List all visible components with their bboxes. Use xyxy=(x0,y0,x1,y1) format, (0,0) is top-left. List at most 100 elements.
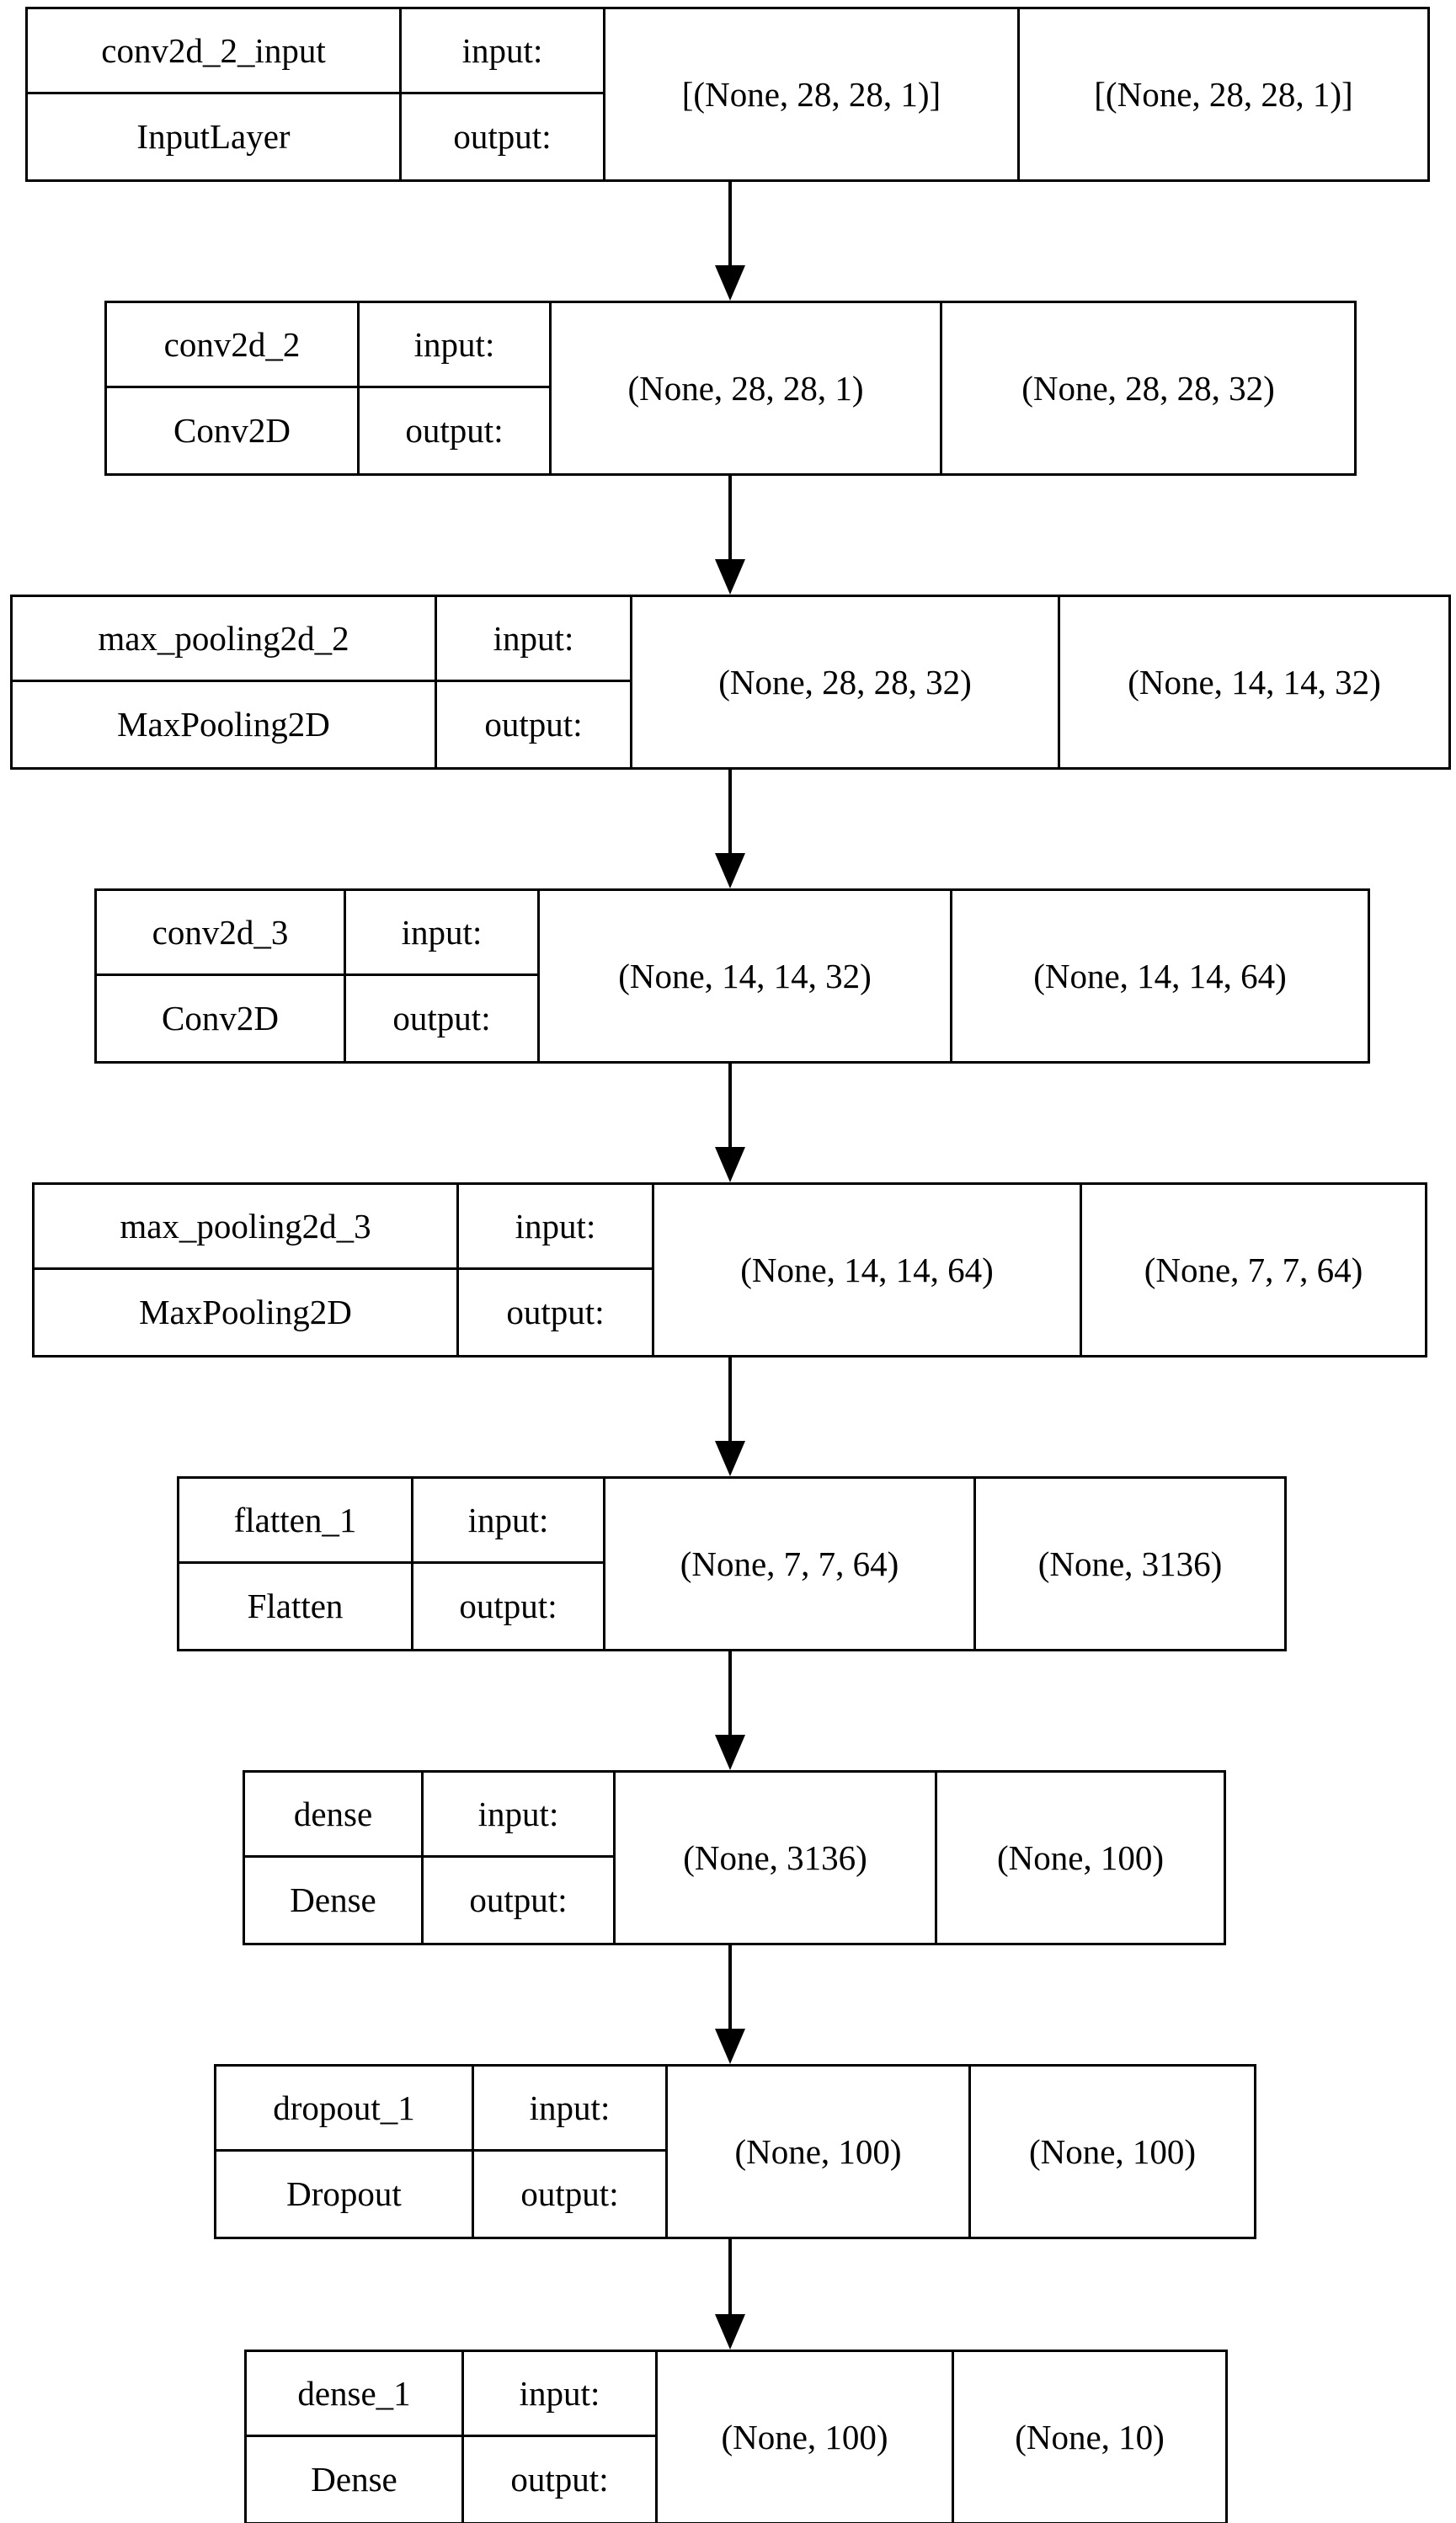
input-shape-cell: (None, 28, 28, 32) xyxy=(632,597,1060,767)
layer-type: InputLayer xyxy=(28,94,399,179)
output-shape-cell: (None, 7, 7, 64) xyxy=(1082,1185,1425,1355)
output-shape-cell: (None, 100) xyxy=(971,2067,1254,2237)
layer-name: flatten_1 xyxy=(179,1479,411,1564)
layer-name: conv2d_3 xyxy=(97,891,344,976)
arrow-line xyxy=(728,182,732,267)
arrow-line xyxy=(728,1651,732,1736)
layer-type-text: Conv2D xyxy=(173,411,291,450)
output-label: output: xyxy=(464,2437,655,2522)
input-label-text: input: xyxy=(413,324,495,364)
layer-type-text: Flatten xyxy=(247,1587,344,1625)
arrow-line xyxy=(728,1064,732,1149)
output-label-text: output: xyxy=(453,117,552,156)
output-shape-text: (None, 14, 14, 64) xyxy=(1033,956,1287,995)
layer-name-text: conv2d_3 xyxy=(152,912,289,952)
layer-type: Dense xyxy=(247,2437,461,2522)
arrow-head-icon xyxy=(715,1441,745,1476)
io-label-column: input: output: xyxy=(424,1773,616,1943)
connector-arrow xyxy=(715,1358,745,1476)
output-shape-cell: (None, 14, 14, 64) xyxy=(952,891,1368,1061)
layer-name-text: max_pooling2d_3 xyxy=(120,1206,371,1245)
output-shape-text: (None, 10) xyxy=(1015,2417,1165,2456)
output-label: output: xyxy=(346,976,537,1061)
io-label-column: input: output: xyxy=(402,9,605,179)
layer-type: Dense xyxy=(245,1858,421,1943)
input-shape-cell: (None, 28, 28, 1) xyxy=(552,303,942,473)
output-shape-cell: (None, 100) xyxy=(937,1773,1224,1943)
input-shape-cell: (None, 7, 7, 64) xyxy=(605,1479,976,1649)
arrow-line xyxy=(728,1358,732,1443)
input-label-text: input: xyxy=(461,30,543,70)
layer-type-text: Conv2D xyxy=(162,999,279,1037)
output-label-text: output: xyxy=(405,411,504,450)
connector-arrow xyxy=(715,1945,745,2064)
layer-name: max_pooling2d_2 xyxy=(13,597,435,682)
input-label-text: input: xyxy=(467,1500,549,1539)
input-label-text: input: xyxy=(401,912,483,952)
input-label: input: xyxy=(424,1773,613,1858)
output-shape-cell: (None, 28, 28, 32) xyxy=(942,303,1354,473)
output-shape-cell: [(None, 28, 28, 1)] xyxy=(1020,9,1427,179)
arrow-head-icon xyxy=(715,1147,745,1182)
layer-name-text: max_pooling2d_2 xyxy=(98,618,349,658)
output-shape-text: (None, 100) xyxy=(1028,2131,1197,2171)
output-label-text: output: xyxy=(459,1587,557,1625)
input-label-text: input: xyxy=(477,1794,559,1833)
input-label-text: input: xyxy=(529,2088,611,2127)
output-shape-text: (None, 3136) xyxy=(1037,1544,1223,1583)
input-shape-text: (None, 28, 28, 1) xyxy=(627,368,864,408)
arrow-head-icon xyxy=(715,2314,745,2350)
output-label-text: output: xyxy=(469,1880,568,1919)
output-label: output: xyxy=(474,2152,665,2237)
arrow-head-icon xyxy=(715,853,745,888)
input-shape-text: (None, 14, 14, 32) xyxy=(618,956,872,995)
connector-arrow xyxy=(715,770,745,888)
output-label-text: output: xyxy=(506,1293,605,1331)
output-shape-text: [(None, 28, 28, 1)] xyxy=(1094,74,1353,114)
layer-name-text: dense_1 xyxy=(297,2373,411,2413)
layer-type-text: Dense xyxy=(290,1880,376,1919)
input-label: input: xyxy=(413,1479,603,1564)
output-label: output: xyxy=(402,94,603,179)
layer-name: conv2d_2_input xyxy=(28,9,399,94)
input-shape-cell: (None, 14, 14, 64) xyxy=(654,1185,1082,1355)
input-label-text: input: xyxy=(493,618,574,658)
input-shape-text: (None, 14, 14, 64) xyxy=(740,1250,994,1289)
connector-arrow xyxy=(715,2239,745,2350)
input-label: input: xyxy=(360,303,549,388)
layer-name: dense xyxy=(245,1773,421,1858)
arrow-head-icon xyxy=(715,265,745,301)
io-label-column: input: output: xyxy=(474,2067,668,2237)
output-label-text: output: xyxy=(484,705,583,744)
input-label: input: xyxy=(464,2352,655,2437)
output-shape-text: (None, 14, 14, 32) xyxy=(1128,662,1381,701)
input-label: input: xyxy=(402,9,603,94)
output-shape-text: (None, 100) xyxy=(996,1838,1165,1877)
layer-type-text: Dropout xyxy=(286,2174,402,2213)
arrow-line xyxy=(728,1945,732,2030)
layer-name-text: dense xyxy=(293,1794,373,1833)
output-shape-cell: (None, 14, 14, 32) xyxy=(1060,597,1448,767)
input-shape-text: (None, 100) xyxy=(734,2131,902,2171)
input-label-text: input: xyxy=(519,2373,600,2413)
output-label-text: output: xyxy=(520,2174,619,2213)
layer-type: Conv2D xyxy=(107,388,357,473)
layer-type: Flatten xyxy=(179,1564,411,1649)
input-shape-cell: (None, 14, 14, 32) xyxy=(540,891,952,1061)
layer-name: conv2d_2 xyxy=(107,303,357,388)
input-label: input: xyxy=(437,597,630,682)
layer-name: dense_1 xyxy=(247,2352,461,2437)
